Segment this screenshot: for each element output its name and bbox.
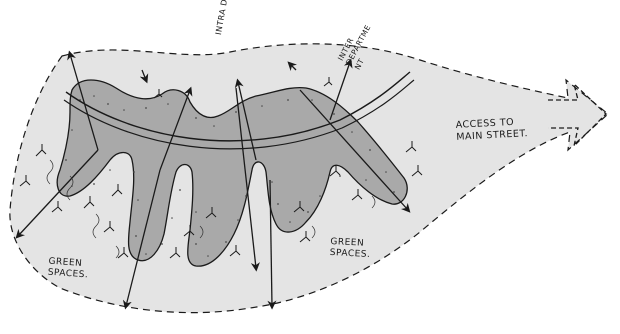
access-main-street-label: ACCESS TO MAIN STREET. [455, 116, 528, 143]
green-spaces-left-label: GREEN SPACES. [47, 257, 89, 282]
green-spaces-right-label: GREEN SPACES. [329, 237, 371, 262]
